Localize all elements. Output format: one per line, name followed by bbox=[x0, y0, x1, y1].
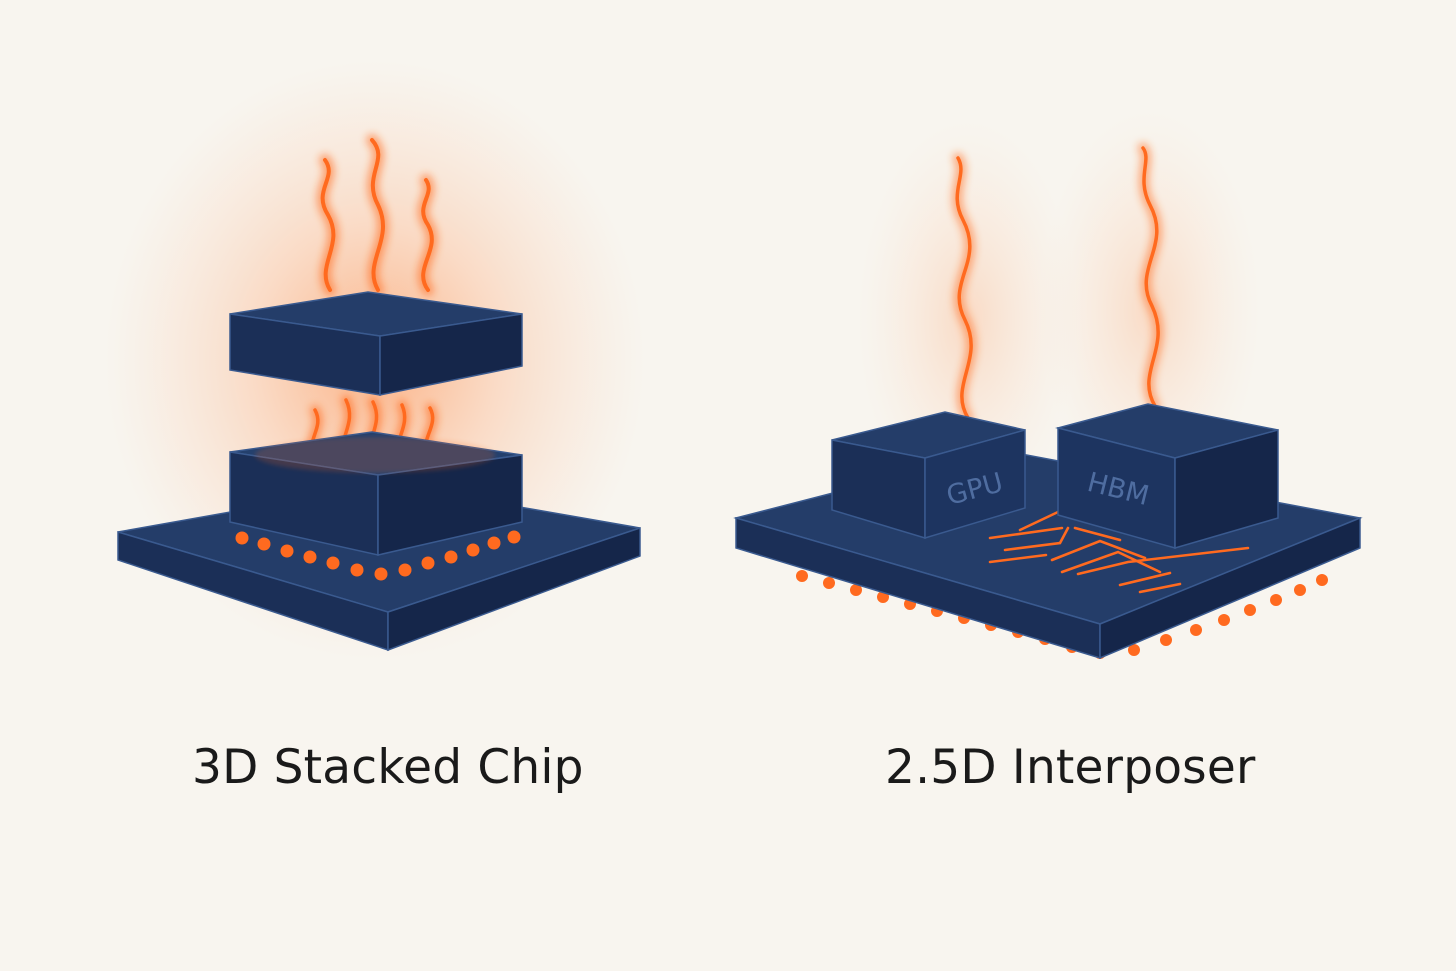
interconnect-traces bbox=[988, 510, 1250, 594]
lower-die bbox=[229, 431, 523, 556]
gpu-die: GPU bbox=[831, 411, 1026, 540]
solder-bumps-3d bbox=[235, 530, 521, 581]
interposer-caption: 2.5D Interposer bbox=[885, 740, 1256, 795]
stacked-chip-caption: 3D Stacked Chip bbox=[192, 740, 584, 795]
hbm-die: HBM bbox=[1055, 403, 1279, 549]
heat-waves-interposer bbox=[951, 142, 1164, 424]
upper-die bbox=[229, 291, 523, 396]
interposer-illustration: GPU HBM bbox=[733, 110, 1363, 660]
stacked-chip-illustration bbox=[105, 60, 645, 660]
heat-waves-top bbox=[316, 134, 438, 296]
